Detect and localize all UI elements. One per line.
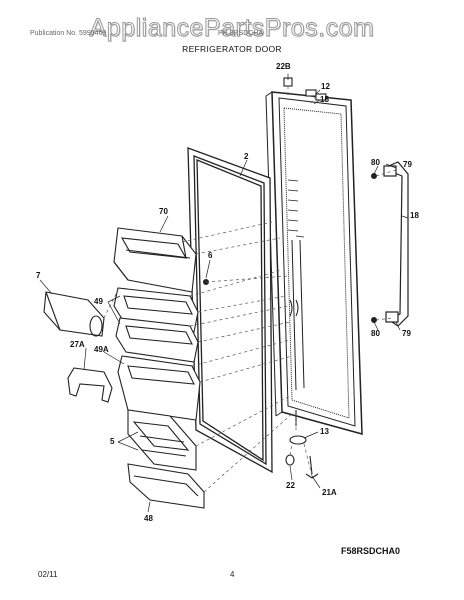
- callout-70: 70: [159, 207, 168, 216]
- callout-22: 22: [286, 481, 295, 490]
- diagram-code: F58RSDCHA0: [341, 546, 401, 556]
- callout-22B: 22B: [276, 62, 291, 71]
- callout-21A: 21A: [322, 488, 337, 497]
- callout-6: 6: [208, 251, 213, 260]
- callout-79-lower: 79: [402, 329, 411, 338]
- callout-5: 5: [110, 437, 115, 446]
- watermark-logo: AppliancePartsPros.com: [89, 14, 375, 43]
- model-number: PH 3RSDCHA: [218, 30, 264, 37]
- footer-page-number: 4: [230, 570, 235, 579]
- callout-79-upper: 79: [403, 160, 412, 169]
- door-bin-middle: [115, 317, 199, 363]
- footer-date: 02/11: [38, 570, 58, 579]
- ice-chute-frame: [127, 409, 197, 471]
- door-outer-panel: [265, 91, 363, 435]
- callout-13: 13: [320, 427, 329, 436]
- assembly-lines: [103, 86, 397, 493]
- callout-80-upper: 80: [371, 158, 380, 167]
- publication-number: Publication No. 5995469: [30, 30, 107, 37]
- bin-handle: [67, 367, 113, 403]
- callout-12: 12: [321, 82, 330, 91]
- lower-trim: [127, 463, 205, 509]
- callout-27A: 27A: [70, 340, 85, 349]
- callout-15: 15: [320, 95, 329, 104]
- callout-2: 2: [244, 152, 249, 161]
- dairy-bin: [113, 227, 197, 293]
- diagram-title: REFRIGERATOR DOOR: [182, 44, 282, 54]
- dairy-cover: [43, 291, 105, 337]
- callout-49A: 49A: [94, 345, 109, 354]
- callout-leaders: [39, 74, 409, 513]
- door-handle: [383, 161, 409, 327]
- callout-48: 48: [144, 514, 153, 523]
- top-hinge-parts: [283, 77, 327, 101]
- callout-18: 18: [410, 211, 419, 220]
- door-gasket: [187, 147, 273, 474]
- callout-80-lower: 80: [371, 329, 380, 338]
- callout-7: 7: [36, 271, 41, 280]
- callout-49: 49: [94, 297, 103, 306]
